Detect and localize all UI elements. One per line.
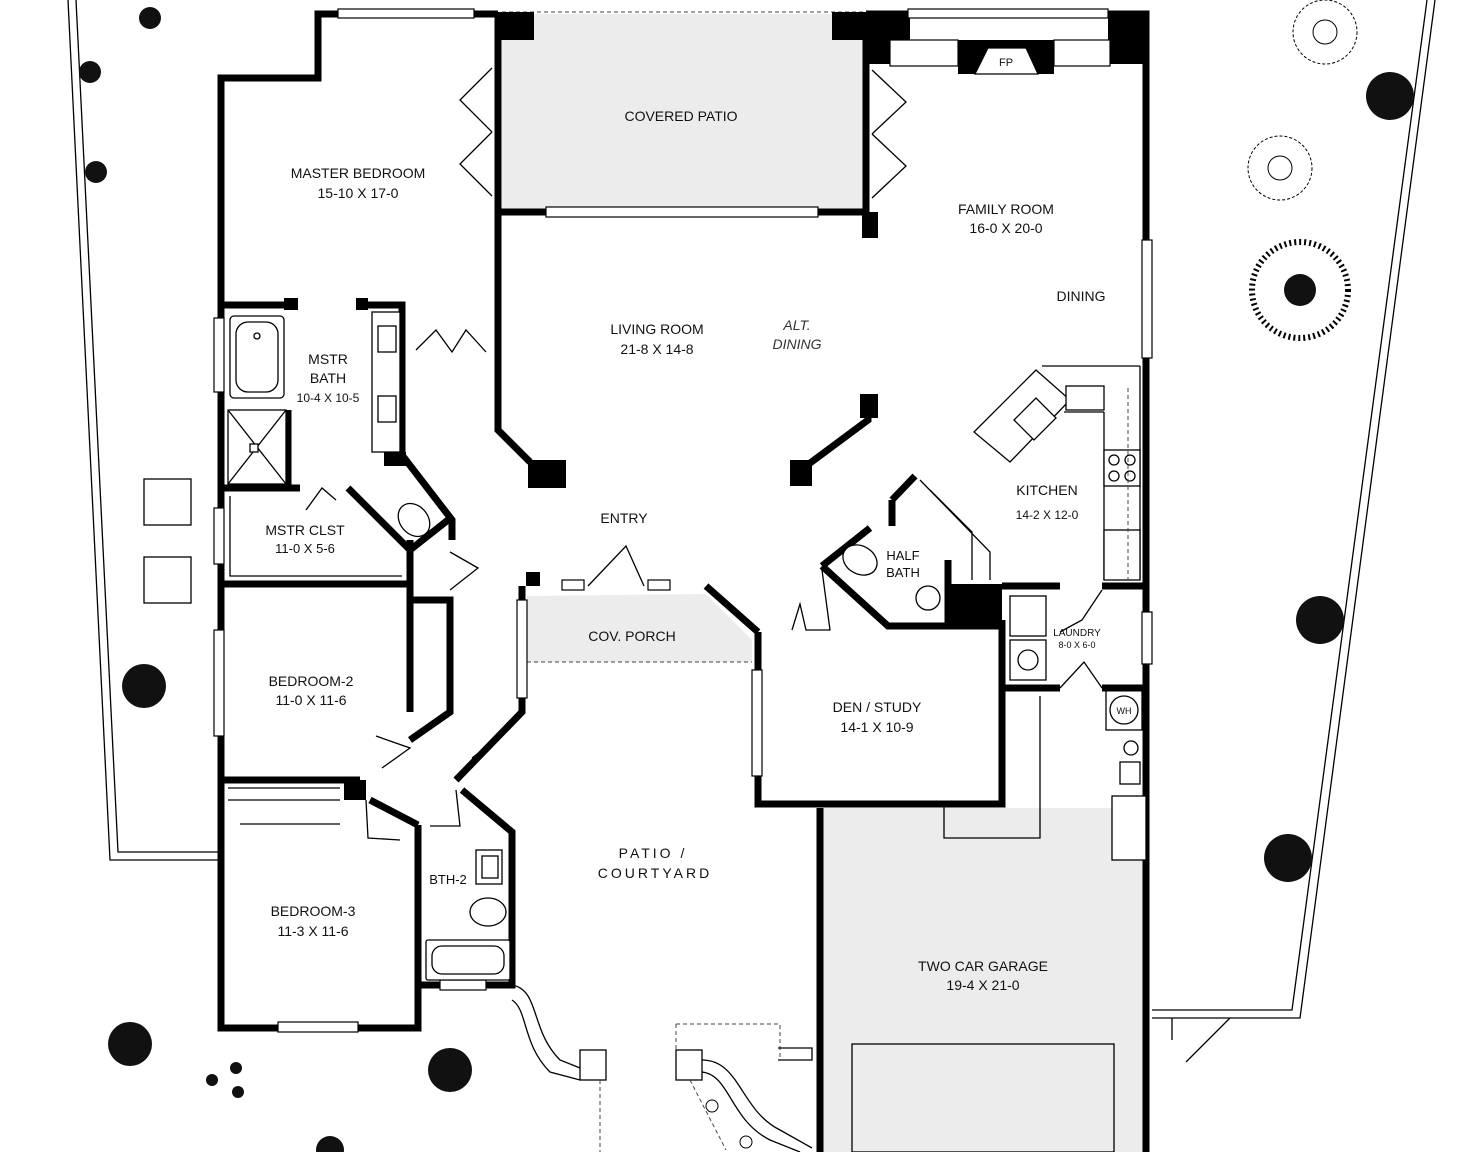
dining-label: DINING <box>1057 288 1106 304</box>
mstr-bath-dim: 10-4 X 10-5 <box>297 391 360 405</box>
bedroom3-dim: 11-3 X 11-6 <box>277 923 348 939</box>
alt-label: ALT. <box>782 317 810 333</box>
garage-area <box>822 808 1146 1152</box>
fireplace-label: FP <box>999 57 1013 69</box>
family-room-label: FAMILY ROOM <box>958 201 1054 217</box>
mstr-clst-dim: 11-0 X 5-6 <box>275 541 335 556</box>
windows <box>213 8 1153 1033</box>
half-bath-label: BATH <box>886 565 920 580</box>
den-study-label: DEN / STUDY <box>833 699 922 715</box>
courtyard-label: COURTYARD <box>598 865 712 881</box>
landscaping <box>79 0 1414 1152</box>
garage-dim: 19-4 X 21-0 <box>946 977 1019 993</box>
bedroom2-label: BEDROOM-2 <box>269 673 354 689</box>
half-label: HALF <box>886 548 919 563</box>
laundry-dim: 8-0 X 6-0 <box>1058 640 1095 650</box>
bth2-label: BTH-2 <box>429 872 467 887</box>
laundry-label: LAUNDRY <box>1053 628 1101 639</box>
master-bedroom-dim: 15-10 X 17-0 <box>318 185 399 201</box>
water-heater-label: WH <box>1117 706 1132 716</box>
doors <box>305 67 1103 841</box>
shaded-areas <box>502 14 1146 1152</box>
den-study-dim: 14-1 X 10-9 <box>840 719 913 735</box>
covered-patio-area <box>502 14 864 210</box>
bedroom3-label: BEDROOM-3 <box>271 903 356 919</box>
family-room-dim: 16-0 X 20-0 <box>969 220 1042 236</box>
kitchen-label: KITCHEN <box>1016 482 1077 498</box>
living-room-dim: 21-8 X 14-8 <box>620 341 693 357</box>
covered-patio-label: COVERED PATIO <box>624 108 737 124</box>
mstr-label: MSTR <box>308 351 348 367</box>
mstr-bath-label: BATH <box>310 370 346 386</box>
lot-lines <box>67 0 1436 1063</box>
kitchen-dim: 14-2 X 12-0 <box>1016 508 1079 522</box>
entry-label: ENTRY <box>600 510 648 526</box>
covered-porch-area <box>527 594 752 662</box>
room-labels: COVERED PATIO MASTER BEDROOM 15-10 X 17-… <box>265 108 1105 993</box>
fixtures: WH <box>227 311 1147 1152</box>
cov-porch-label: COV. PORCH <box>588 628 675 644</box>
fireplace: FP <box>889 39 1111 75</box>
mstr-clst-label: MSTR CLST <box>265 522 345 538</box>
garage-label: TWO CAR GARAGE <box>918 958 1048 974</box>
walkways <box>511 984 813 1152</box>
living-room-label: LIVING ROOM <box>610 321 703 337</box>
patio-label: PATIO / <box>619 845 688 861</box>
master-bedroom-label: MASTER BEDROOM <box>291 165 426 181</box>
alt-dining-label: DINING <box>773 336 822 352</box>
bedroom2-dim: 11-0 X 11-6 <box>275 692 346 708</box>
